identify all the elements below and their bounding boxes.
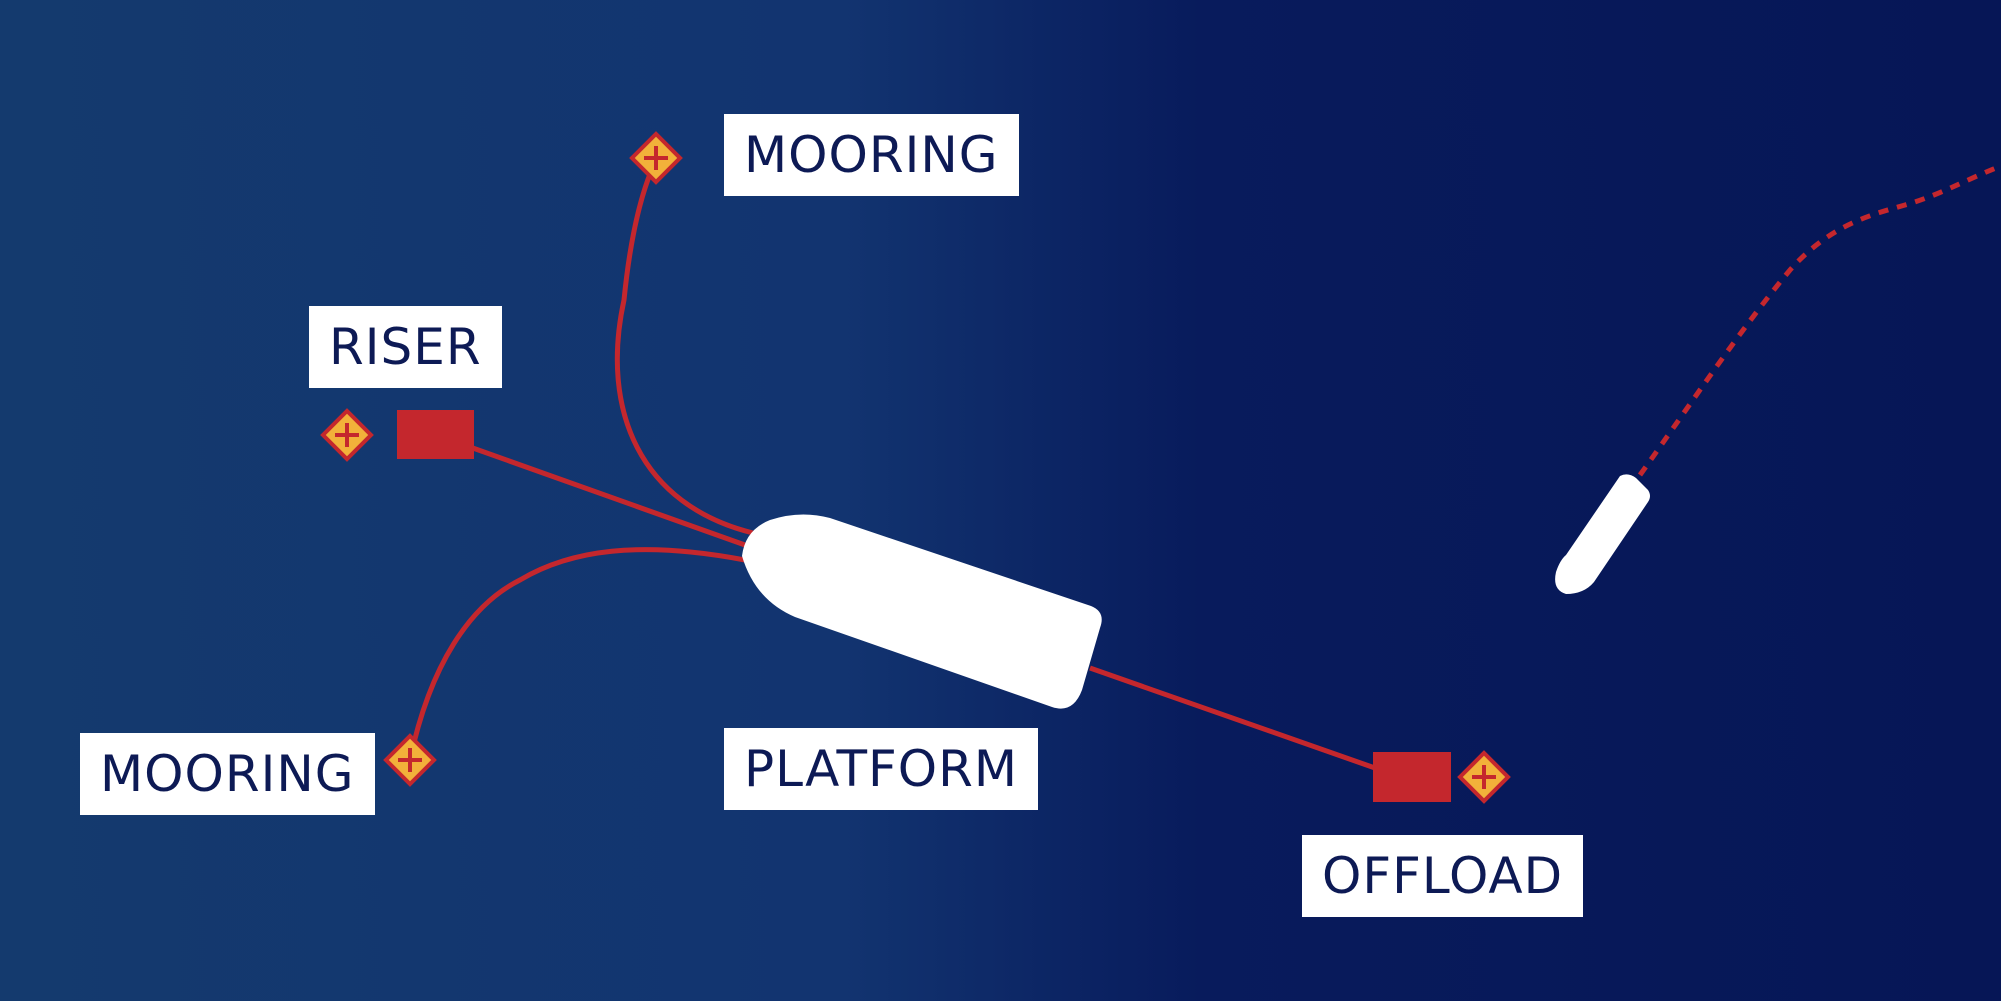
label-platform: PLATFORM bbox=[724, 728, 1039, 810]
label-mooring-top: MOORING bbox=[724, 114, 1019, 196]
shuttle-tanker-icon bbox=[1555, 474, 1650, 594]
mooring-line-top bbox=[614, 160, 754, 536]
platform-vessel-icon bbox=[742, 514, 1102, 709]
riser-block bbox=[397, 410, 474, 459]
offload-line bbox=[1089, 665, 1376, 771]
offload-block bbox=[1373, 752, 1451, 802]
label-mooring-left: MOORING bbox=[80, 733, 375, 815]
riser-line bbox=[469, 444, 746, 548]
label-offload: OFFLOAD bbox=[1302, 835, 1584, 917]
mooring-line-bottom-left bbox=[407, 547, 746, 761]
label-riser: RISER bbox=[309, 306, 502, 388]
